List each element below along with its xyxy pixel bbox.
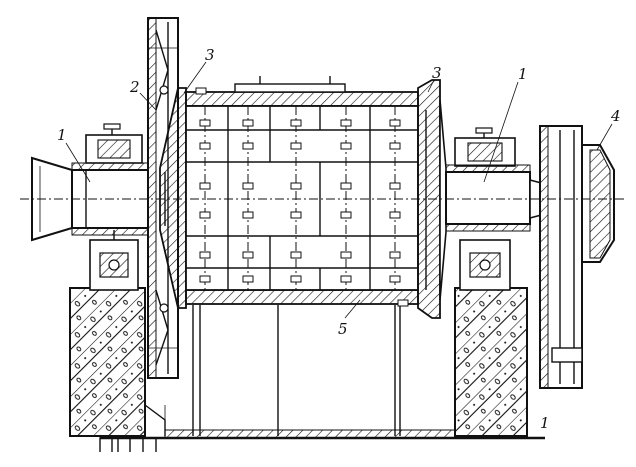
callout-1-right: 1 bbox=[518, 65, 528, 83]
callout-5: 5 bbox=[338, 320, 348, 338]
drum-supports bbox=[164, 305, 401, 436]
liner-plates bbox=[186, 106, 418, 290]
drum-shell bbox=[185, 76, 419, 307]
callout-3-right: 3 bbox=[432, 64, 442, 82]
callout-2: 2 bbox=[129, 78, 140, 96]
right-bearing bbox=[454, 127, 516, 291]
left-bearing bbox=[85, 123, 143, 291]
discharge-unit bbox=[539, 125, 615, 389]
leader-lines bbox=[65, 61, 613, 319]
callout-3-left: 3 bbox=[205, 46, 215, 64]
liner-bolts bbox=[199, 106, 401, 290]
right-end-cover bbox=[417, 79, 447, 319]
callout-1-bottom: 1 bbox=[540, 414, 550, 432]
left-foundation bbox=[69, 287, 166, 437]
callout-1-left: 1 bbox=[57, 126, 67, 144]
callout-4: 4 bbox=[610, 107, 621, 125]
right-foundation bbox=[454, 287, 528, 437]
